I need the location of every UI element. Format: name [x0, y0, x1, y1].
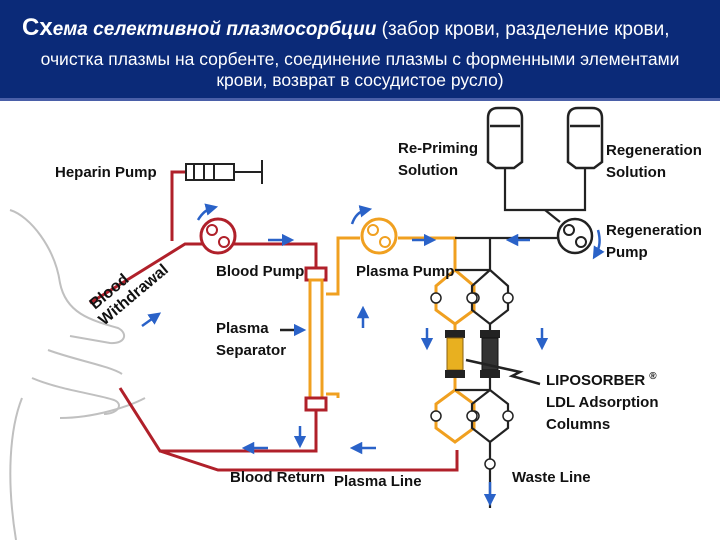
title-bold: ема селективной плазмосорбции [52, 19, 377, 40]
subtitle-line-2: очистка плазмы на сорбенте, соединение п… [40, 49, 680, 69]
plasma-circuit [326, 236, 476, 444]
subtitle-line-3: крови, возврат в сосудистое русло) [216, 70, 504, 90]
blood-pump [199, 217, 237, 255]
blood-line-to-separator [232, 242, 318, 268]
label-ldl-2: Columns [546, 416, 610, 433]
title-cap: Сх [22, 14, 53, 41]
flow-arrows [141, 203, 605, 507]
label-heparin-pump: Heparin Pump [55, 164, 157, 181]
plasma-separator [304, 266, 328, 412]
plasma-return-line [326, 392, 340, 398]
slide-subtitle: очистка плазмы на сорбенте, соединение п… [0, 49, 720, 91]
regeneration-pump [556, 217, 594, 255]
blood-circuit [89, 170, 459, 472]
heparin-syringe [185, 160, 263, 184]
label-plasma-pump: Plasma Pump [356, 263, 454, 280]
separator-to-plasma-pump [326, 236, 360, 296]
label-ldl-1: LDL Adsorption [546, 394, 659, 411]
valves [430, 292, 514, 470]
label-liposorber: LIPOSORBER ® [546, 371, 657, 389]
patient-arm-outline [9, 209, 146, 540]
label-waste-line: Waste Line [512, 469, 591, 486]
plasma-pump [360, 217, 398, 255]
liposorber-text: LIPOSORBER [546, 372, 645, 389]
regeneration-solution-bag [566, 106, 604, 170]
label-regeneration-pump-1: Regeneration [606, 222, 702, 239]
label-plasma-separator-1: Plasma [216, 320, 269, 337]
label-regeneration-solution-2: Solution [606, 164, 666, 181]
label-repriming-2: Solution [398, 162, 458, 179]
registered-mark: ® [649, 371, 657, 382]
label-plasma-line: Plasma Line [334, 473, 422, 490]
regeneration-circuit [455, 168, 587, 508]
label-regeneration-solution-1: Regeneration [606, 142, 702, 159]
label-repriming-1: Re-Priming [398, 140, 478, 157]
title-rest: (забор крови, разделение крови, [376, 19, 670, 40]
liposorber-pointer [465, 358, 541, 386]
plasmasorption-diagram: Heparin Pump Blood Withdrawal Blood Pump… [9, 106, 702, 540]
heparin-line [170, 170, 185, 241]
label-plasma-separator-2: Separator [216, 342, 286, 359]
cell-return-lower [159, 449, 459, 472]
separator-to-cell-return [118, 387, 318, 453]
label-blood-pump: Blood Pump [216, 263, 304, 280]
label-regeneration-pump-2: Pump [606, 244, 648, 261]
label-blood-return: Blood Return [230, 469, 325, 486]
withdrawal-line [89, 242, 205, 305]
ldl-column-1 [445, 330, 465, 378]
slide-header: Схема селективной плазмосорбции (забор к… [0, 0, 720, 101]
repriming-solution-bag [486, 106, 524, 170]
slide-title: Схема селективной плазмосорбции (забор к… [22, 14, 712, 42]
ldl-column-2 [480, 330, 500, 378]
